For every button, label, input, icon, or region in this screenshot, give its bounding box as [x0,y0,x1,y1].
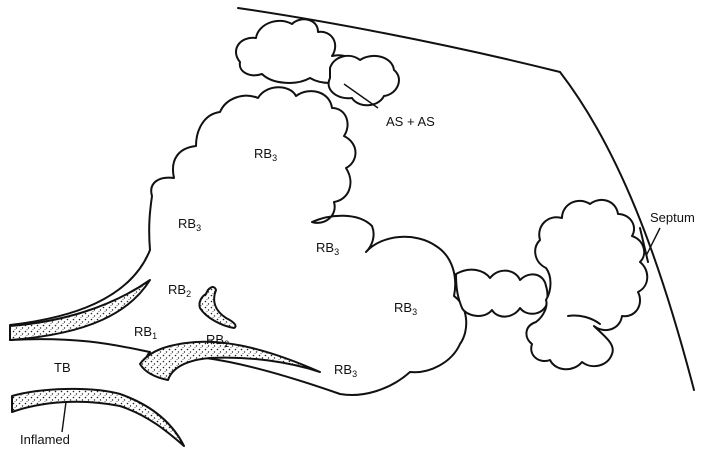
alveolar-duct-right [455,268,549,318]
label-rb3-right: RB3 [394,300,417,317]
inflamed-leader [61,401,67,433]
as-as-leader [343,83,379,109]
rb-wall-lower [139,340,321,381]
label-septum: Septum [650,210,695,225]
label-rb1: RB1 [134,324,157,341]
alveolar-sac-top-right [327,54,400,107]
label-rb2-lower: RB2 [206,332,229,349]
label-rb3-bottom: RB3 [334,362,357,379]
label-rb3-top: RB3 [254,146,277,163]
alveolar-sac-top [235,18,357,84]
lobule-boundary [237,7,695,391]
septum-line [639,227,649,263]
bronchiole-wall-upper [9,279,151,341]
label-rb3-middle: RB3 [316,240,339,257]
rb2-branch-wall [198,286,237,329]
label-tb: TB [54,360,71,375]
bronchiole-wall-lower [11,387,185,447]
label-rb3-left: RB3 [178,216,201,233]
label-inflamed: Inflamed [20,432,70,447]
alveolar-sac-right [525,198,649,371]
septum-leader [645,227,661,257]
label-as-as: AS + AS [386,114,435,129]
respiratory-bronchiole-main [9,86,468,396]
right-sac-inner-line [567,314,601,325]
label-rb2-upper: RB2 [168,282,191,299]
